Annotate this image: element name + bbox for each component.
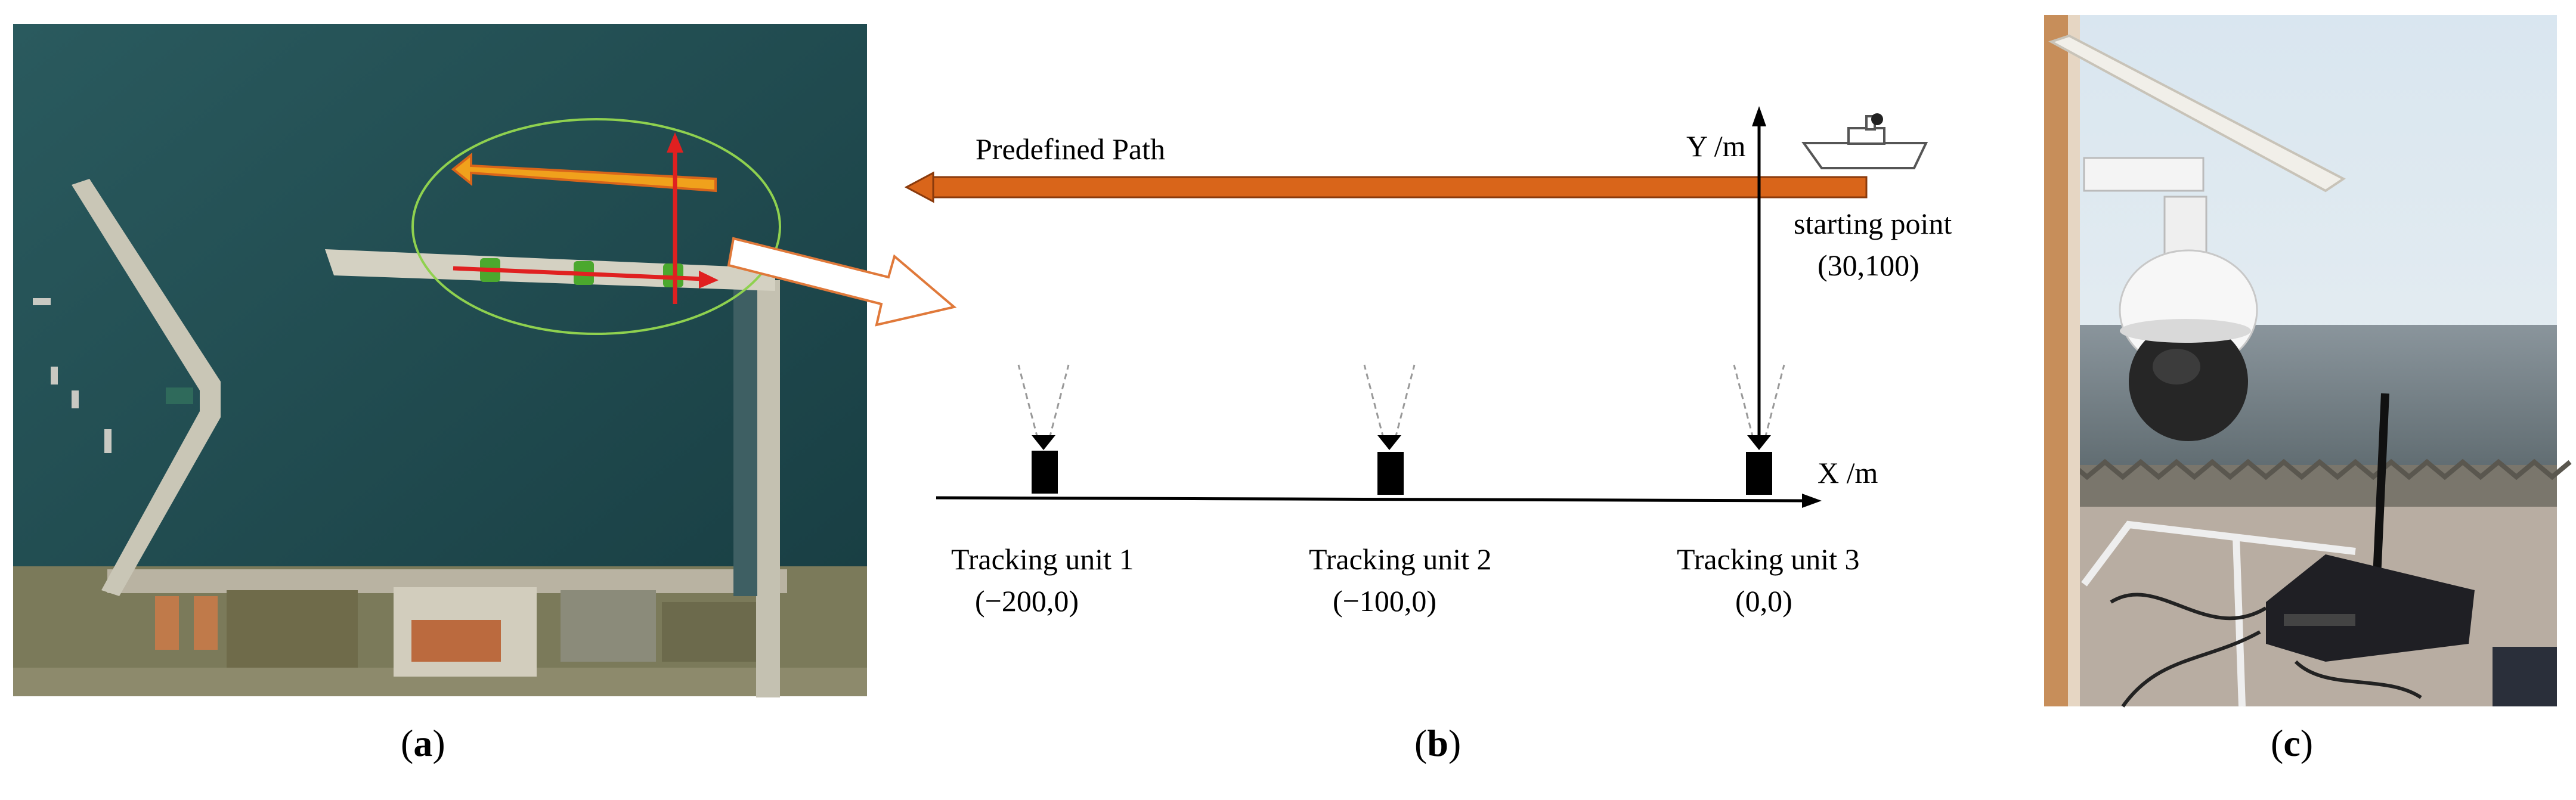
panel-a-satellite-image [13,24,957,697]
panel-b-diagram: Predefined Path Y /m X /m starting point… [904,106,1952,618]
starting-point-label: starting point [1794,207,1952,240]
tracking-unit-2 [1363,364,1416,495]
ship-icon [1801,113,1928,169]
caption-a: (a) [401,722,445,764]
caption-b: (b) [1414,722,1462,764]
predefined-path-arrow [904,171,1868,203]
x-axis [936,496,1807,503]
x-axis-label: X /m [1818,456,1878,489]
predefined-path-label: Predefined Path [976,132,1165,166]
tracking-unit-1-coord: (−200,0) [975,584,1079,618]
zoom-callout-arrow [727,237,957,327]
tracking-unit-1-label: Tracking unit 1 [951,542,1134,576]
tracking-unit-2-coord: (−100,0) [1333,584,1436,618]
caption-c: (c) [2271,722,2314,764]
satellite-x-axis [453,266,704,281]
tracking-unit-3-label: Tracking unit 3 [1677,542,1860,576]
antenna [2372,393,2389,591]
tracking-unit-2-label: Tracking unit 2 [1309,542,1492,576]
y-axis-label: Y /m [1686,129,1746,163]
area-ellipse [411,118,781,335]
gateway-box [2266,554,2475,662]
ptz-camera [2119,249,2258,441]
panel-c-camera-photo [2044,15,2572,708]
tracking-unit-3 [1733,364,1785,495]
tracking-unit-3-coord: (0,0) [1735,584,1792,618]
tracking-unit-1 [1017,364,1070,494]
starting-point-coord: (30,100) [1818,249,1919,282]
